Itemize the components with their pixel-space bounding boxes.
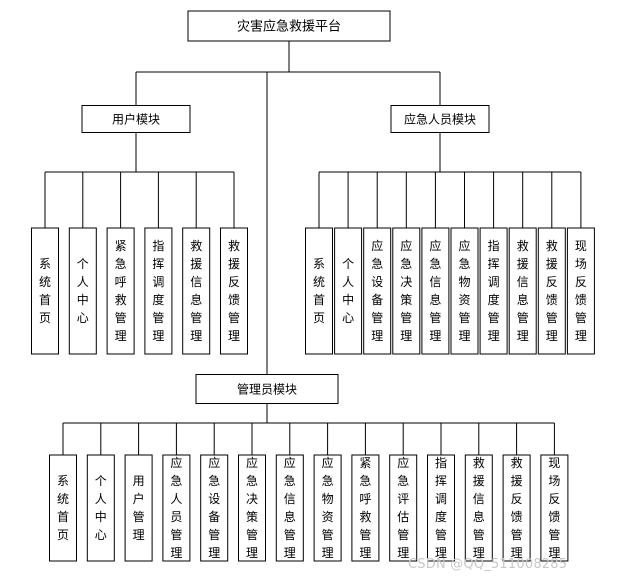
csdn-watermark: CSDN @QQ_511008285 (408, 557, 568, 572)
responder-child-7-node (508, 227, 537, 355)
admin-child-3-node-label: 应急人员管理 (170, 455, 182, 560)
responder-child-8-node-label: 救援反馈管理 (546, 238, 558, 343)
root-node-label: 灾害应急救援平台 (237, 19, 341, 35)
responder-child-7-node-label: 救援信息管理 (517, 238, 529, 343)
admin-child-11-node-label: 救援信息管理 (473, 455, 485, 560)
user-child-1-node (68, 227, 97, 355)
responder-child-8-node (537, 227, 566, 355)
admin-child-5-node (238, 454, 266, 562)
responder-module-node-label: 应急人员模块 (404, 112, 476, 127)
admin-module-node-label: 管理员模块 (237, 382, 297, 397)
admin-child-13-node-label: 现场反馈管理 (548, 456, 560, 560)
responder-child-3-node-label: 应急决策管理 (400, 238, 412, 343)
admin-child-2-node (124, 454, 153, 562)
user-child-4-node (182, 227, 211, 355)
admin-child-0-node (49, 454, 77, 562)
user-child-3-node (144, 227, 173, 355)
responder-child-6-node-label: 指挥调度管理 (488, 238, 500, 343)
user-child-5-node-label: 救援反馈管理 (228, 238, 240, 343)
admin-child-6-node-label: 应急信息管理 (284, 455, 296, 560)
user-module-node-label: 用户模块 (112, 112, 160, 127)
responder-child-1-node (334, 227, 363, 355)
admin-child-11-node (464, 454, 493, 562)
responder-child-5-node-label: 应急物资管理 (458, 238, 470, 343)
user-child-3-node-label: 指挥调度管理 (152, 238, 164, 343)
responder-child-2-node-label: 应急设备管理 (371, 238, 383, 343)
admin-child-4-node-label: 应急设备管理 (208, 455, 220, 560)
admin-child-1-node (86, 454, 115, 562)
admin-child-12-node-label: 救援反馈管理 (511, 455, 523, 560)
admin-child-13-node (540, 454, 569, 562)
user-child-0-node (31, 227, 59, 355)
admin-child-6-node (275, 454, 304, 562)
responder-child-4-node-label: 应急信息管理 (429, 238, 441, 343)
admin-child-1-node-label: 个人中心 (95, 474, 107, 542)
admin-child-9-node-label: 应急评估管理 (397, 455, 409, 560)
user-child-5-node (220, 227, 248, 355)
responder-child-3-node (392, 227, 421, 355)
user-child-4-node-label: 救援信息管理 (190, 238, 202, 343)
admin-child-12-node (502, 454, 531, 562)
responder-module-node (390, 105, 490, 133)
admin-child-3-node (162, 454, 191, 562)
admin-child-7-node (313, 454, 342, 562)
user-child-0-node-label: 系统首页 (39, 257, 51, 325)
responder-child-6-node (479, 227, 508, 355)
responder-child-9-node-label: 现场反馈管理 (575, 239, 587, 343)
admin-child-2-node-label: 用户管理 (133, 474, 145, 542)
root-node (187, 10, 391, 42)
admin-child-10-node-label: 指挥调度管理 (435, 455, 447, 560)
admin-child-0-node-label: 系统首页 (57, 474, 69, 542)
admin-child-8-node-label: 紧急呼救管理 (359, 456, 371, 560)
responder-child-1-node-label: 个人中心 (342, 257, 354, 325)
responder-child-5-node (450, 227, 479, 355)
admin-child-9-node (389, 454, 418, 562)
responder-child-0-node (305, 227, 333, 355)
user-child-1-node-label: 个人中心 (77, 257, 89, 325)
admin-child-4-node (200, 454, 229, 562)
responder-child-4-node (421, 227, 450, 355)
responder-child-0-node-label: 系统首页 (313, 257, 325, 325)
admin-child-10-node (427, 454, 455, 562)
admin-child-8-node (351, 454, 380, 562)
admin-child-5-node-label: 应急决策管理 (246, 455, 258, 560)
user-child-2-node (106, 227, 135, 355)
responder-child-2-node (363, 227, 392, 355)
admin-child-7-node-label: 应急物资管理 (322, 455, 334, 560)
responder-child-9-node (566, 227, 595, 355)
user-child-2-node-label: 紧急呼救管理 (115, 239, 127, 343)
